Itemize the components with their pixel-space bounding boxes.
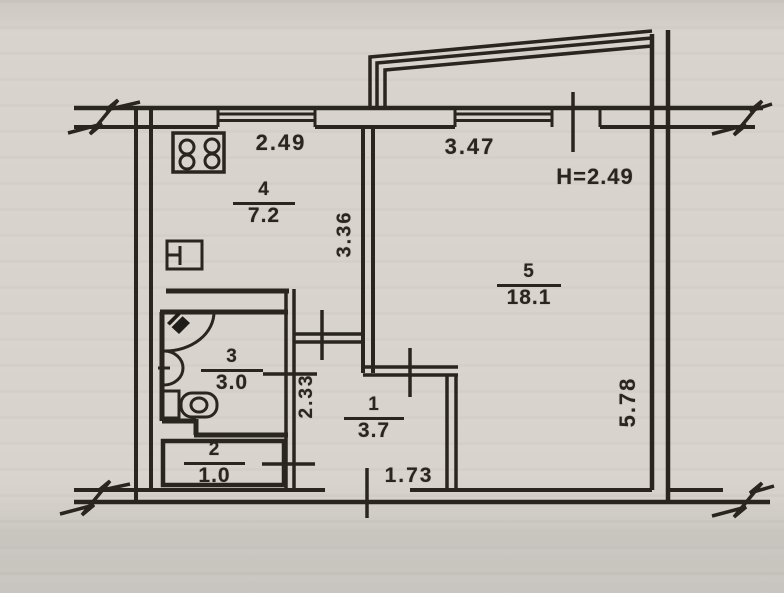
stove-icon bbox=[171, 131, 226, 174]
dim-room5-side: 5.78 bbox=[615, 376, 640, 428]
break-symbols bbox=[59, 98, 775, 519]
kitchen-door-wall bbox=[294, 332, 363, 344]
room-1-label: 1 3.7 bbox=[344, 395, 404, 441]
dim-room5-window: 3.47 bbox=[444, 134, 496, 159]
room-4-fraction-line bbox=[233, 202, 295, 205]
room-4-area: 7.2 bbox=[247, 204, 281, 227]
room-3-fraction-line bbox=[201, 369, 263, 372]
balcony-door bbox=[550, 92, 602, 152]
room-4-number: 4 bbox=[258, 179, 270, 200]
room-1-number: 1 bbox=[368, 394, 380, 415]
break-bottom-left bbox=[59, 479, 131, 517]
room-2-number: 2 bbox=[208, 439, 221, 460]
kitchen-room5-wall bbox=[361, 127, 375, 373]
hall-left-wall bbox=[284, 289, 296, 490]
room-4-label: 4 7.2 bbox=[233, 180, 295, 226]
room-1-fraction-line bbox=[344, 417, 404, 420]
dim-ceiling-height: H=2.49 bbox=[556, 164, 634, 189]
vent-duct-icon bbox=[167, 312, 190, 334]
room-1-area: 3.7 bbox=[357, 419, 391, 442]
room-2-label: 2 1.0 bbox=[184, 440, 245, 486]
room-3-label: 3 3.0 bbox=[201, 347, 263, 393]
toilet-icon bbox=[161, 389, 219, 420]
break-top-right bbox=[711, 99, 773, 137]
exterior-walls bbox=[74, 30, 770, 505]
left-wall bbox=[134, 106, 153, 502]
dim-hall-bottom: 1.73 bbox=[384, 464, 434, 487]
room-2-fraction-line bbox=[184, 462, 245, 465]
kitchen-window bbox=[216, 108, 317, 127]
right-wall bbox=[649, 30, 671, 500]
room-5-area: 18.1 bbox=[506, 286, 552, 309]
break-top-left bbox=[67, 98, 141, 136]
room-2-area: 1.0 bbox=[198, 464, 231, 487]
room-3-area: 3.0 bbox=[215, 371, 249, 394]
room-5-number: 5 bbox=[523, 261, 535, 282]
room-5-label: 5 18.1 bbox=[497, 262, 561, 308]
door-ticks bbox=[262, 310, 412, 518]
dim-hall-side: 2.33 bbox=[296, 373, 317, 419]
dim-kitchen-window: 2.49 bbox=[255, 130, 307, 155]
room-3-number: 3 bbox=[226, 346, 238, 367]
kitchen-sink-icon bbox=[165, 239, 204, 271]
hall-right-wall bbox=[445, 375, 458, 490]
washbasin-icon bbox=[158, 349, 185, 387]
balcony-outline bbox=[368, 29, 653, 106]
interior-walls bbox=[159, 127, 458, 490]
room5-window bbox=[453, 108, 554, 127]
room-5-fraction-line bbox=[497, 284, 561, 287]
dim-kitchen-side: 3.36 bbox=[333, 210, 356, 258]
break-bottom-right bbox=[711, 481, 775, 519]
bathroom-door-arc bbox=[164, 311, 216, 353]
